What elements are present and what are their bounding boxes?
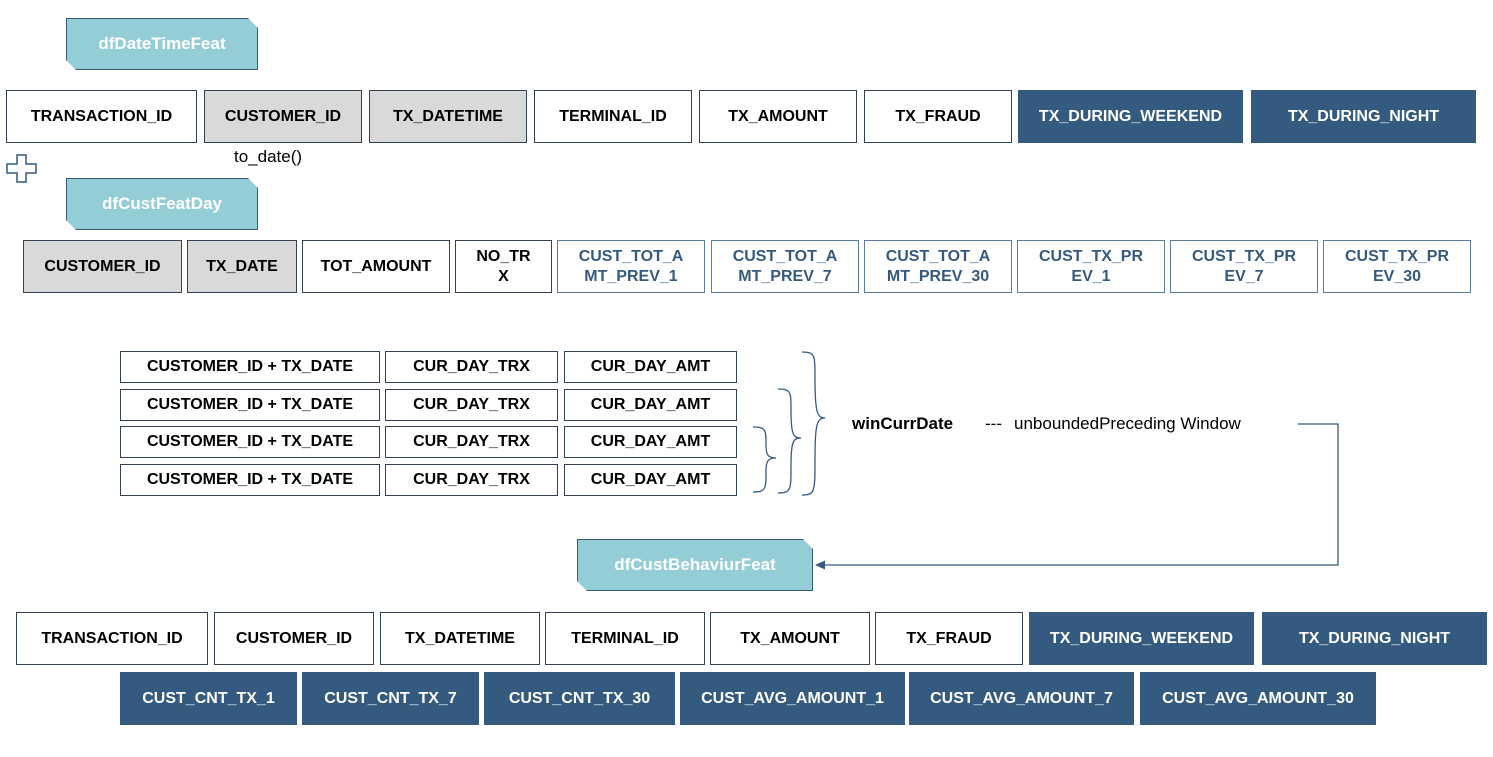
arrow-icon [815,560,825,570]
tag-df-cust-feat-day: dfCustFeatDay [66,178,258,230]
brace-icon [801,351,826,496]
column-cust-avg-amount-1: CUST_AVG_AMOUNT_1 [680,672,905,725]
column-transaction-id: TRANSACTION_ID [16,612,208,665]
column-cust-avg-amount-30: CUST_AVG_AMOUNT_30 [1140,672,1376,725]
column-tx-during-night: TX_DURING_NIGHT [1251,90,1476,143]
window-cell-cur-day-amt: CUR_DAY_AMT [564,389,737,421]
column-transaction-id: TRANSACTION_ID [6,90,197,143]
window-cell-cur-day-amt: CUR_DAY_AMT [564,426,737,458]
to-date-label: to_date() [234,147,303,166]
tag-df-date-time-feat: dfDateTimeFeat [66,18,258,70]
column-tx-date: TX_DATE [187,240,297,293]
column-tx-amount: TX_AMOUNT [710,612,870,665]
window-cell-customer-id-tx-date: CUSTOMER_ID + TX_DATE [120,426,380,458]
column-tx-during-weekend: TX_DURING_WEEKEND [1018,90,1243,143]
tag-df-cust-behaviour-feat: dfCustBehaviurFeat [577,539,813,591]
window-description: unboundedPreceding Window [1014,414,1241,433]
column-tx-during-night: TX_DURING_NIGHT [1262,612,1487,665]
window-cell-cur-day-amt: CUR_DAY_AMT [564,464,737,496]
window-cell-cur-day-trx: CUR_DAY_TRX [385,389,558,421]
window-name: winCurrDate [852,414,954,433]
column-cust-cnt-tx-30: CUST_CNT_TX_30 [484,672,675,725]
column-terminal-id: TERMINAL_ID [534,90,692,143]
column-tx-fraud: TX_FRAUD [864,90,1012,143]
column-cust-cnt-tx-1: CUST_CNT_TX_1 [120,672,297,725]
plus-icon [6,154,37,183]
window-cell-cur-day-amt: CUR_DAY_AMT [564,351,737,383]
column-customer-id: CUSTOMER_ID [214,612,374,665]
brace-icon [777,388,802,494]
column-cust-avg-amount-7: CUST_AVG_AMOUNT_7 [909,672,1134,725]
column-tot-amount: TOT_AMOUNT [302,240,450,293]
column-tx-amount: TX_AMOUNT [699,90,857,143]
arrow-connector [819,423,1339,566]
column-tx-during-weekend: TX_DURING_WEEKEND [1029,612,1254,665]
tag-label: dfCustBehaviurFeat [614,555,776,574]
brace-icon [752,426,777,493]
window-cell-cur-day-trx: CUR_DAY_TRX [385,464,558,496]
tag-label: dfCustFeatDay [102,194,222,213]
tag-label: dfDateTimeFeat [98,34,226,53]
window-cell-customer-id-tx-date: CUSTOMER_ID + TX_DATE [120,464,380,496]
column-tx-datetime: TX_DATETIME [369,90,527,143]
window-cell-cur-day-trx: CUR_DAY_TRX [385,426,558,458]
column-tx-datetime: TX_DATETIME [380,612,540,665]
column-customer-id: CUSTOMER_ID [23,240,182,293]
window-cell-cur-day-trx: CUR_DAY_TRX [385,351,558,383]
column-terminal-id: TERMINAL_ID [545,612,705,665]
window-cell-customer-id-tx-date: CUSTOMER_ID + TX_DATE [120,389,380,421]
window-separator: --- [985,414,1002,433]
column-tx-fraud: TX_FRAUD [875,612,1023,665]
column-customer-id: CUSTOMER_ID [204,90,362,143]
column-cust-cnt-tx-7: CUST_CNT_TX_7 [302,672,479,725]
window-cell-customer-id-tx-date: CUSTOMER_ID + TX_DATE [120,351,380,383]
